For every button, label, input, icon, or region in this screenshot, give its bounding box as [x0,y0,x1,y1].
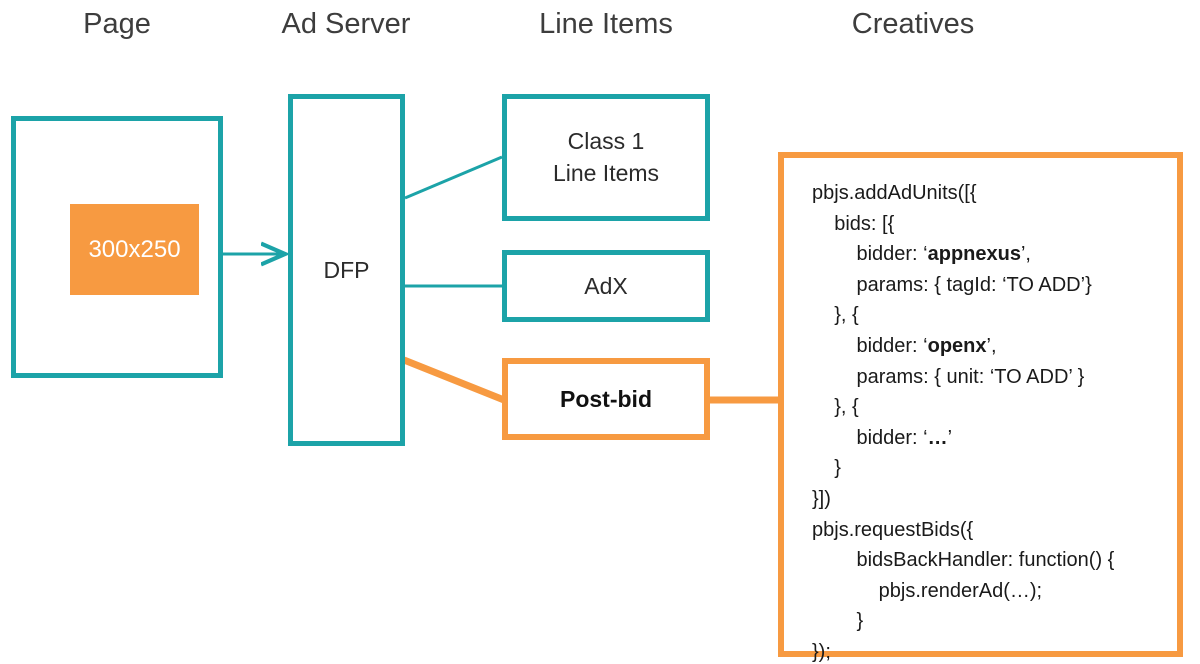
creative-code-box: pbjs.addAdUnits([{ bids: [{ bidder: ‘app… [778,152,1183,663]
code-line: }, { [812,304,859,327]
column-header-creatives: Creatives [851,8,975,40]
code-line: } [812,457,841,480]
code-bidder-name: appnexus [927,243,1021,266]
ad-slot-label: 300x250 [88,235,181,263]
post-bid-box[interactable]: Post-bid [502,358,710,440]
adx-box[interactable]: AdX [502,250,710,322]
ad-slot-300x250[interactable]: 300x250 [70,204,199,295]
code-line: params: { tagId: ‘TO ADD’} [812,273,1092,296]
code-bidder-name: openx [927,334,987,357]
dfp-label: DFP [323,256,370,283]
code-line: bidsBackHandler: function() { [812,549,1115,572]
column-header-ad-server: Ad Server [281,8,411,40]
dfp-box[interactable]: DFP [288,94,405,446]
prebid-code-snippet: pbjs.addAdUnits([{ bids: [{ bidder: ‘app… [812,178,1114,664]
connector-dfp-to-class1 [404,155,503,200]
code-line: } [812,610,864,633]
code-line: }]) [812,487,831,510]
post-bid-label: Post-bid [560,385,652,412]
class1-label-line1: Class 1 [567,128,645,155]
column-header-line-items: Line Items [539,8,673,40]
connector-dfp-to-postbid [402,356,506,404]
code-line: bidder: ‘appnexus’, [812,243,1031,266]
code-line: bidder: ‘openx’, [812,334,997,357]
adx-label: AdX [584,272,628,299]
code-line: params: { unit: ‘TO ADD’ } [812,365,1085,388]
column-header-page: Page [83,8,151,40]
class1-label: Class 1 Line Items [553,126,659,188]
code-line: }, { [812,396,859,419]
class1-line-items-box[interactable]: Class 1 Line Items [502,94,710,221]
code-bidder-name: … [927,426,948,449]
code-line: bids: [{ [812,212,895,235]
code-line: pbjs.addAdUnits([{ [812,182,977,204]
code-line: }); [812,640,831,663]
code-line: bidder: ‘…’ [812,426,953,449]
code-line: pbjs.renderAd(…); [812,579,1043,602]
code-line: pbjs.requestBids({ [812,518,974,541]
class1-label-line2: Line Items [552,159,660,186]
